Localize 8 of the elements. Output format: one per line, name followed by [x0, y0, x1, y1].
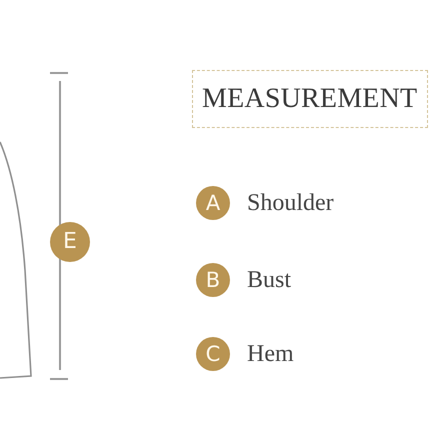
measurement-name: Bust — [247, 268, 292, 292]
letter-marker: E — [50, 222, 90, 262]
letter-marker: A — [196, 186, 230, 220]
letter-marker: B — [196, 263, 230, 297]
letter-marker: C — [196, 337, 230, 371]
heading-frame: MEASUREMENT — [192, 70, 428, 128]
measurement-name: Hem — [247, 342, 294, 366]
measurement-name: Shoulder — [247, 191, 334, 215]
